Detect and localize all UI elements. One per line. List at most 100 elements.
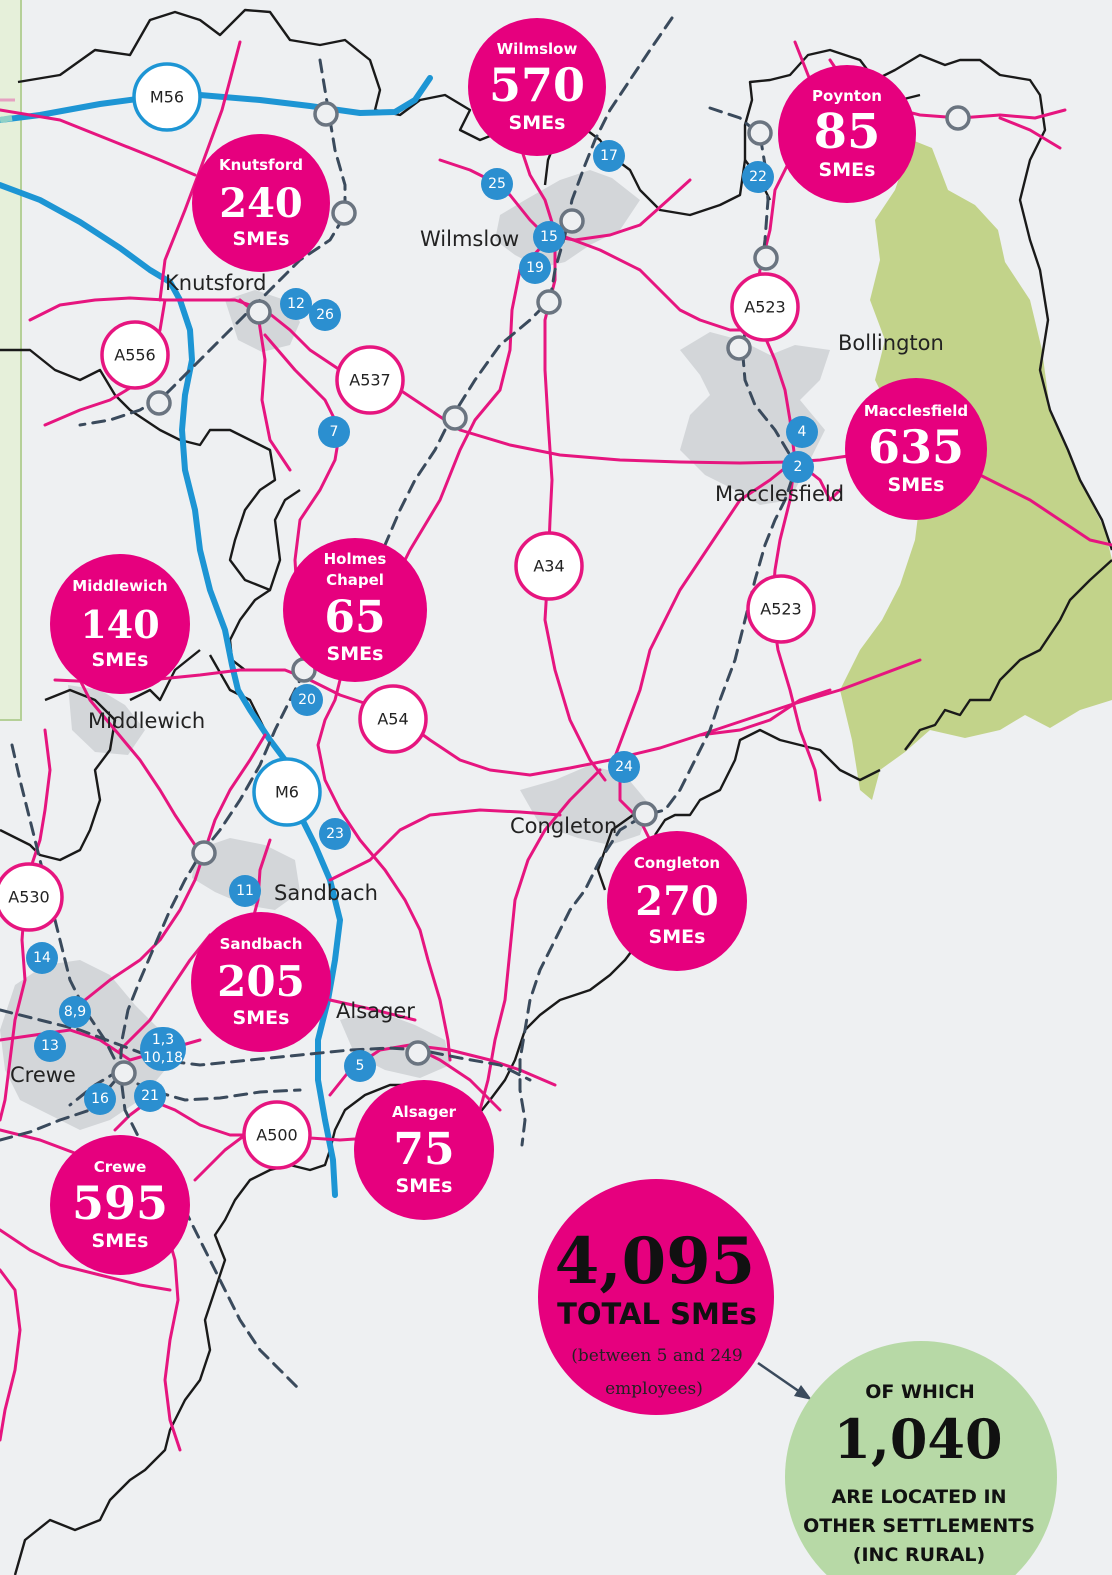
sme-count: 240 [219, 180, 303, 227]
total-note-line1: (between 5 and 249 [571, 1346, 742, 1366]
connector-line [0, 115, 13, 123]
settlement-name: Knutsford [219, 156, 303, 174]
junction-number: 1,3 [152, 1032, 174, 1048]
junction-number: 21 [141, 1088, 159, 1104]
road-label-a523: A523 [730, 272, 800, 342]
junction-badge: 12 [280, 288, 312, 320]
settlement-name: Sandbach [220, 935, 303, 953]
road-label-text: M6 [275, 783, 299, 802]
other-circle [785, 1341, 1057, 1575]
junction-number: 12 [287, 296, 305, 312]
total-note-line2: employees) [605, 1379, 703, 1399]
settlement-name: Crewe [94, 1158, 147, 1176]
town-label-wilmslow: Wilmslow [420, 227, 519, 251]
other-line1: ARE LOCATED IN [832, 1486, 1007, 1508]
settlement-name: Macclesfield [864, 402, 968, 420]
junction-number: 13 [41, 1038, 59, 1054]
junction-number: 20 [298, 692, 316, 708]
junction-number: 25 [488, 176, 506, 192]
sme-circles: Wilmslow570SMEsPoynton85SMEsKnutsford240… [50, 18, 987, 1275]
sme-count: 270 [635, 878, 719, 925]
junction-number: 4 [798, 424, 807, 440]
junction-badge: 16 [84, 1083, 116, 1115]
junction-number: 22 [749, 169, 767, 185]
road-label-a500: A500 [242, 1100, 312, 1170]
total-smes-summary: 4,095 TOTAL SMEs (between 5 and 249 empl… [538, 1179, 774, 1415]
town-label-alsager: Alsager [336, 999, 415, 1023]
town-labels: WilmslowKnutsfordBollingtonMacclesfieldM… [10, 227, 944, 1087]
town-label-bollington: Bollington [838, 331, 944, 355]
junction-badge: 4 [786, 416, 818, 448]
local-roads [0, 40, 1112, 1452]
junction-badge: 14 [26, 942, 58, 974]
junction-badge: 5 [344, 1050, 376, 1082]
settlement-name: Middlewich [72, 577, 167, 595]
road-label-text: A523 [744, 298, 785, 317]
junction-badge: 22 [742, 161, 774, 193]
settlement-name: Poynton [812, 87, 882, 105]
junction-number: 11 [236, 883, 254, 899]
legend-panel [0, 0, 22, 721]
road-label-text: M56 [150, 88, 184, 107]
junction-number: 10,18 [143, 1050, 183, 1066]
junction-number: 7 [330, 424, 339, 440]
road-label-a523: A523 [746, 574, 816, 644]
junction-badge: 13 [34, 1030, 66, 1062]
sme-unit: SMEs [92, 649, 149, 671]
junction-number: 23 [326, 826, 344, 842]
junction-badge: 24 [608, 751, 640, 783]
arrow [757, 1361, 812, 1400]
other-line3: (INC RURAL) [853, 1544, 985, 1566]
sme-count: 570 [489, 58, 585, 112]
junction-badge: 1,3 10,18 [140, 1027, 186, 1071]
road-label-a556: A556 [100, 320, 170, 390]
settlement-name: Wilmslow [497, 40, 578, 58]
junction-badge: 20 [291, 684, 323, 716]
junction-badge: 2 [782, 451, 814, 483]
sme-unit: SMEs [233, 1007, 290, 1029]
sme-count: 205 [217, 957, 305, 1006]
sme-unit: SMEs [649, 926, 706, 948]
sme-count: 75 [393, 1124, 454, 1175]
junction-badge: 19 [519, 252, 551, 284]
sme-unit: SMEs [233, 228, 290, 250]
road-label-m6: M6 [252, 757, 322, 827]
road-label-text: A500 [256, 1126, 297, 1145]
railway-stations [111, 101, 971, 1086]
road-label-text: A523 [760, 600, 801, 619]
town-label-congleton: Congleton [510, 814, 617, 838]
town-label-macclesfield: Macclesfield [715, 482, 844, 506]
road-label-text: A556 [114, 346, 155, 365]
sme-count: 85 [814, 104, 881, 160]
total-label: TOTAL SMEs [557, 1297, 757, 1331]
road-label-a34: A34 [514, 531, 584, 601]
sme-count: 635 [868, 420, 964, 474]
other-settlements-summary: OF WHICH 1,040 ARE LOCATED IN OTHER SETT… [785, 1341, 1057, 1575]
sme-unit: SMEs [396, 1175, 453, 1197]
total-count: 4,095 [555, 1224, 755, 1299]
junction-number: 17 [600, 148, 618, 164]
sme-unit: SMEs [819, 159, 876, 181]
junction-badge: 17 [593, 140, 625, 172]
junction-badge: 8,9 [59, 996, 91, 1028]
other-line2: OTHER SETTLEMENTS [803, 1515, 1035, 1537]
town-label-middlewich: Middlewich [88, 709, 205, 733]
road-label-a530: A530 [0, 862, 64, 932]
junction-number: 5 [356, 1058, 365, 1074]
junction-badge: 26 [309, 299, 341, 331]
junction-number: 8,9 [64, 1004, 86, 1020]
town-label-sandbach: Sandbach [274, 881, 378, 905]
junction-badge: 7 [318, 416, 350, 448]
other-prefix: OF WHICH [865, 1381, 975, 1403]
